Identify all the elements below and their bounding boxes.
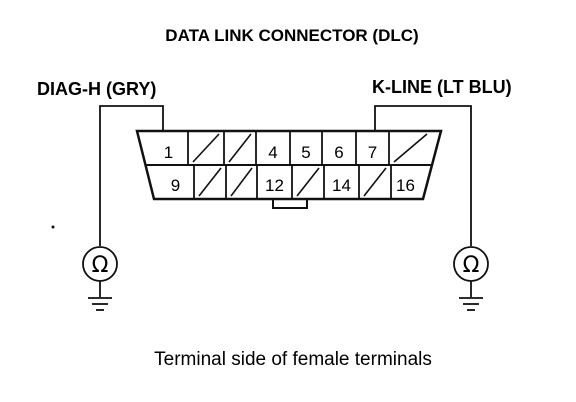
top-empty-pin-slash bbox=[192, 133, 220, 163]
bottom-empty-pin-slash bbox=[296, 167, 320, 197]
stray-mark bbox=[51, 225, 55, 229]
top-empty-pin-slash bbox=[393, 133, 428, 163]
bottom-empty-pin-slash bbox=[363, 167, 387, 197]
right-ground-icon bbox=[459, 297, 483, 311]
bottom-empty-pin-slash bbox=[230, 167, 253, 197]
diagram-caption: Terminal side of female terminals bbox=[154, 349, 432, 370]
top-pin-number: 6 bbox=[334, 143, 343, 162]
diag-h-label: DIAG-H (GRY) bbox=[37, 79, 156, 99]
connector-outline bbox=[135, 129, 443, 201]
diagram-title: DATA LINK CONNECTOR (DLC) bbox=[165, 26, 418, 45]
bottom-pin-number: 12 bbox=[265, 176, 284, 195]
left-ohm-symbol: Ω bbox=[92, 253, 109, 278]
left-wire bbox=[99, 105, 164, 246]
connector-tab bbox=[272, 199, 308, 209]
connector-body bbox=[135, 129, 443, 209]
left-ground-icon bbox=[88, 297, 112, 311]
right-ohm-symbol: Ω bbox=[463, 253, 480, 278]
top-pin-number: 7 bbox=[368, 143, 377, 162]
k-line-label: K-LINE (LT BLU) bbox=[372, 77, 512, 97]
bottom-pin-number: 14 bbox=[332, 176, 351, 195]
right-wire bbox=[374, 105, 472, 246]
right-probe bbox=[374, 105, 489, 311]
bottom-empty-pin-slash bbox=[198, 167, 222, 197]
bottom-pin-number: 9 bbox=[171, 176, 180, 195]
top-pin-number: 4 bbox=[268, 143, 277, 162]
top-pin-number: 1 bbox=[164, 143, 173, 162]
bottom-pin-number: 16 bbox=[396, 176, 415, 195]
top-empty-pin-slash bbox=[228, 133, 252, 163]
top-pin-number: 5 bbox=[301, 143, 310, 162]
left-probe bbox=[82, 105, 164, 311]
